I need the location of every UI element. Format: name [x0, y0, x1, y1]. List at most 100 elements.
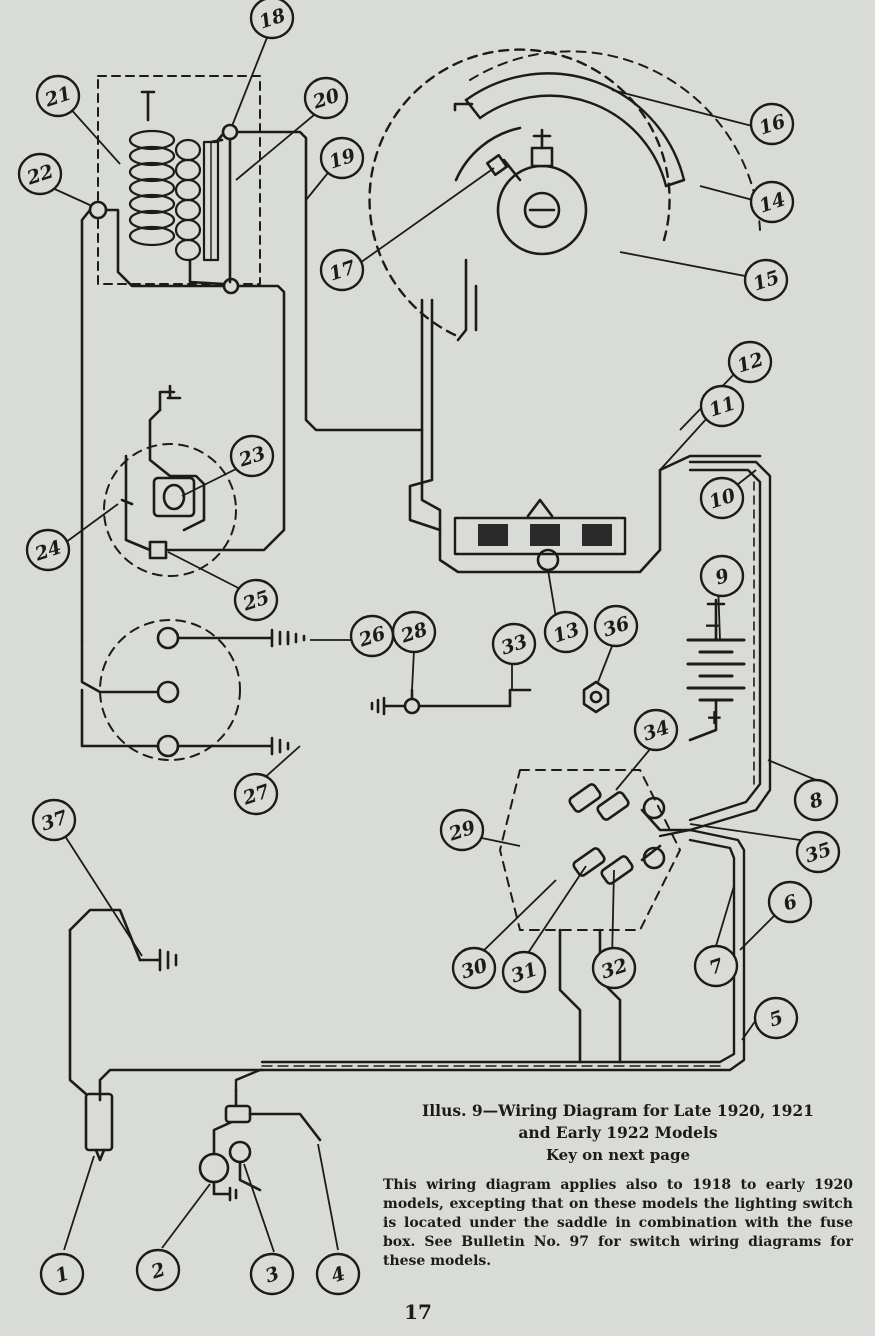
horn: [84, 1092, 114, 1152]
callout-circle: [793, 778, 839, 822]
callout-32: 32: [591, 946, 637, 990]
callout-27: 27: [233, 772, 279, 816]
callout-14: 14: [749, 180, 795, 224]
switch-unit: [99, 619, 241, 761]
callout-22: 22: [17, 152, 63, 196]
callout-34: 34: [633, 708, 679, 752]
callout-4: 4: [315, 1252, 361, 1296]
callout-circle: [501, 950, 547, 994]
callout-29: 29: [439, 808, 485, 852]
callout-circle: [699, 476, 745, 520]
callout-circle: [699, 554, 745, 598]
callout-7: 7: [693, 944, 739, 988]
callout-24: 24: [25, 528, 71, 572]
lamp-left: [198, 1152, 230, 1184]
callout-circle: [315, 1252, 361, 1296]
callout-circle: [727, 340, 773, 384]
callout-label: 9: [713, 564, 732, 589]
callout-label: 5: [767, 1006, 786, 1031]
callout-circle: [229, 434, 275, 478]
callout-circle: [439, 808, 485, 852]
callout-circle: [319, 248, 365, 292]
callout-23: 23: [229, 434, 275, 478]
callout-circle: [31, 798, 77, 842]
callout-16: 16: [749, 102, 795, 146]
caption-subtitle: Key on next page: [545, 1146, 691, 1164]
callout-26: 26: [349, 614, 395, 658]
callout-label: 2: [148, 1258, 168, 1283]
callout-circle: [233, 578, 279, 622]
callout-20: 20: [303, 76, 349, 120]
callout-17: 17: [319, 248, 365, 292]
coil-windings: [128, 129, 202, 262]
horn-unit: [103, 443, 237, 577]
callout-circle: [693, 944, 739, 988]
callout-12: 12: [727, 340, 773, 384]
callout-36: 36: [593, 604, 639, 648]
coil-box: [97, 75, 261, 285]
callout-30: 30: [451, 946, 497, 990]
callout-25: 25: [233, 578, 279, 622]
caption-body: This wiring diagram applies also to 1918…: [383, 1177, 853, 1269]
callout-label: 4: [329, 1262, 348, 1287]
callout-5: 5: [753, 996, 799, 1040]
callout-circle: [749, 180, 795, 224]
callout-circle: [543, 610, 589, 654]
callout-9: 9: [699, 554, 745, 598]
callout-18: 18: [249, 0, 295, 40]
callout-circle: [749, 102, 795, 146]
callout-circle: [491, 622, 537, 666]
callout-3: 3: [249, 1252, 295, 1296]
callout-33: 33: [491, 622, 537, 666]
battery: [686, 598, 746, 742]
callout-circle: [319, 136, 365, 180]
callout-19: 19: [319, 136, 365, 180]
callout-37: 37: [31, 798, 77, 842]
callout-circle: [39, 1252, 85, 1296]
battery-sign-plus: +: [706, 705, 723, 729]
caption-title: Illus. 9—Wiring Diagram for Late 1920, 1…: [422, 1101, 814, 1120]
callout-circle: [633, 708, 679, 752]
callout-28: 28: [391, 610, 437, 654]
timer-outline: [368, 48, 671, 337]
callout-circle: [233, 772, 279, 816]
callout-circle: [135, 1248, 181, 1292]
callout-label: 7: [707, 954, 726, 979]
callout-13: 13: [543, 610, 589, 654]
callout-11: 11: [699, 384, 745, 428]
callout-circle: [35, 74, 81, 118]
callout-circle: [249, 0, 295, 40]
callout-circle: [303, 76, 349, 120]
callout-circle: [743, 258, 789, 302]
callout-label: 1: [53, 1262, 72, 1287]
page-number: 17: [404, 1300, 432, 1324]
caption-title-line2: and Early 1922 Models: [518, 1123, 718, 1142]
callout-label: 3: [263, 1262, 282, 1287]
callout-circle: [767, 880, 813, 924]
callout-2: 2: [135, 1248, 181, 1292]
callout-label: 6: [781, 890, 800, 915]
callout-10: 10: [699, 476, 745, 520]
junction-block: [499, 769, 681, 931]
callout-circle: [591, 946, 637, 990]
lamp-right: [228, 1140, 252, 1164]
callout-circle: [249, 1252, 295, 1296]
callout-8: 8: [793, 778, 839, 822]
callout-6: 6: [767, 880, 813, 924]
callout-circle: [593, 604, 639, 648]
callout-circle: [753, 996, 799, 1040]
callout-21: 21: [35, 74, 81, 118]
callout-circle: [699, 384, 745, 428]
callout-35: 35: [795, 830, 841, 874]
callout-circle: [391, 610, 437, 654]
callout-label: 8: [806, 788, 826, 813]
callout-31: 31: [501, 950, 547, 994]
callout-15: 15: [743, 258, 789, 302]
callout-circle: [17, 152, 63, 196]
callout-circle: [451, 946, 497, 990]
callout-circle: [25, 528, 71, 572]
callout-1: 1: [39, 1252, 85, 1296]
main-harness: [234, 828, 746, 1092]
